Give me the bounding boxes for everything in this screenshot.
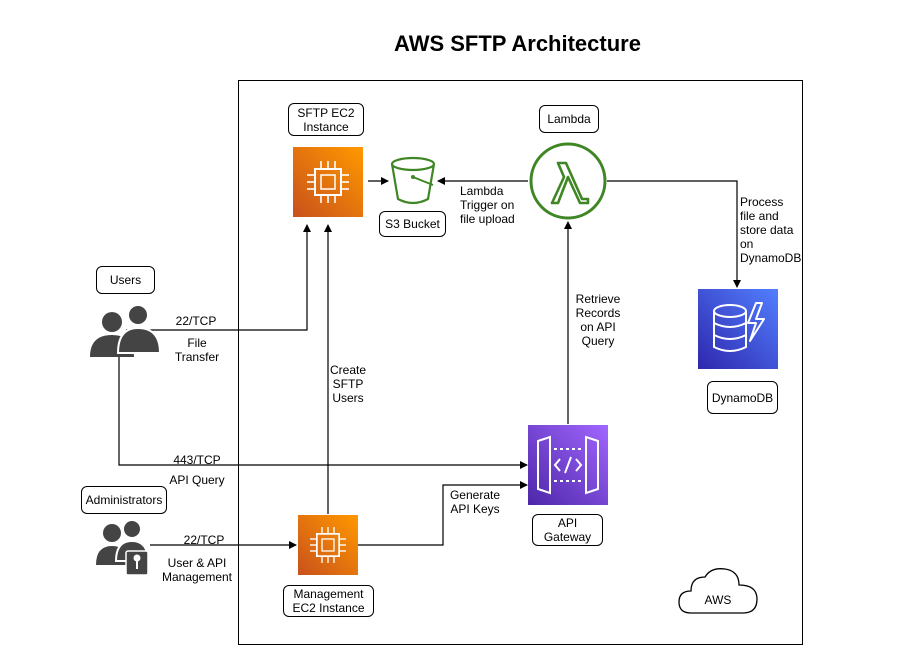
management-ec2-icon bbox=[298, 515, 358, 575]
api-gateway-icon bbox=[528, 425, 608, 505]
administrators-label: Administrators bbox=[81, 486, 167, 514]
s3-bucket-text: S3 Bucket bbox=[385, 217, 440, 231]
administrators-icon bbox=[96, 517, 154, 577]
edge-users-sftp bbox=[126, 224, 311, 331]
dynamodb-icon bbox=[698, 289, 778, 369]
aws-boundary bbox=[238, 80, 803, 645]
s3-bucket-icon bbox=[389, 155, 437, 207]
lambda-icon bbox=[528, 141, 608, 221]
process-label: Process file and store data on DynamoDB bbox=[740, 195, 802, 265]
dynamodb-text: DynamoDB bbox=[711, 390, 774, 405]
administrators-text: Administrators bbox=[85, 493, 163, 507]
generate-keys-label: Generate API Keys bbox=[449, 488, 501, 516]
management-ec2-label: Management EC2 Instance bbox=[283, 585, 374, 617]
management-ec2-text: Management EC2 Instance bbox=[292, 587, 365, 615]
sftp-ec2-icon bbox=[293, 147, 363, 217]
diagram-title: AWS SFTP Architecture bbox=[394, 31, 641, 56]
users-desc-label: File Transfer bbox=[174, 336, 220, 364]
api-gateway-label: API Gateway bbox=[532, 514, 603, 546]
dynamodb-label: DynamoDB bbox=[707, 381, 778, 414]
users-api-port-label: 443/TCP bbox=[173, 453, 221, 467]
s3-bucket-label: S3 Bucket bbox=[379, 211, 446, 237]
edge-mgmt-api bbox=[358, 481, 528, 546]
sftp-ec2-text: SFTP EC2 Instance bbox=[297, 105, 355, 134]
users-api-desc-label: API Query bbox=[169, 473, 225, 487]
aws-cloud-icon bbox=[677, 565, 759, 617]
lambda-text: Lambda bbox=[547, 112, 591, 126]
users-text: Users bbox=[109, 273, 142, 287]
users-port-label: 22/TCP bbox=[175, 314, 217, 328]
edge-users-api bbox=[118, 355, 528, 469]
users-icon bbox=[88, 303, 162, 357]
sftp-ec2-label: SFTP EC2 Instance bbox=[288, 103, 364, 136]
admin-desc-label: User & API Management bbox=[161, 556, 233, 584]
lambda-trigger-label: Lambda Trigger on file upload bbox=[460, 184, 515, 226]
aws-cloud-text: AWS bbox=[704, 593, 732, 607]
lambda-label: Lambda bbox=[539, 105, 599, 133]
api-gateway-text: API Gateway bbox=[543, 516, 592, 544]
retrieve-label: Retrieve Records on API Query bbox=[575, 292, 621, 348]
users-label: Users bbox=[96, 266, 155, 294]
create-users-label: Create SFTP Users bbox=[329, 363, 367, 405]
admin-port-label: 22/TCP bbox=[183, 533, 225, 547]
edge-lambda-dynamodb bbox=[607, 180, 741, 288]
